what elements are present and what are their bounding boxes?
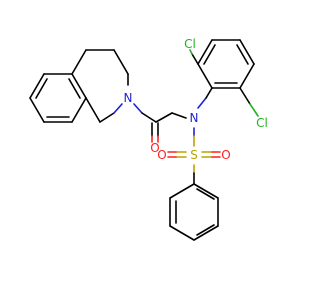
chlorine-right-label: Cl [256,116,268,130]
isoquinoline-saturated-ring [71,49,129,123]
molecule-structure: N O N S O O Cl Cl [29,37,268,241]
atom-labels: N O N S O O Cl Cl [124,37,268,162]
phenyl-ring [169,164,219,241]
dichlorophenyl-ring [189,39,259,117]
amide-linker [133,103,187,143]
sulfonyl-oxygen-right-label: O [221,148,230,162]
sulfonyl-oxygen-left-label: O [157,148,166,162]
sulfonyl-oxygens [167,151,221,158]
ring-nitrogen-label: N [124,91,133,105]
carbonyl-oxygen-label: O [150,141,159,155]
sulfonamide-nitrogen-label: N [190,111,199,125]
sulfur-label: S [190,148,198,162]
sulfonamide-bonds [193,87,213,147]
isoquinoline-benzene-ring [29,73,87,123]
chlorine-top-label: Cl [184,37,196,51]
